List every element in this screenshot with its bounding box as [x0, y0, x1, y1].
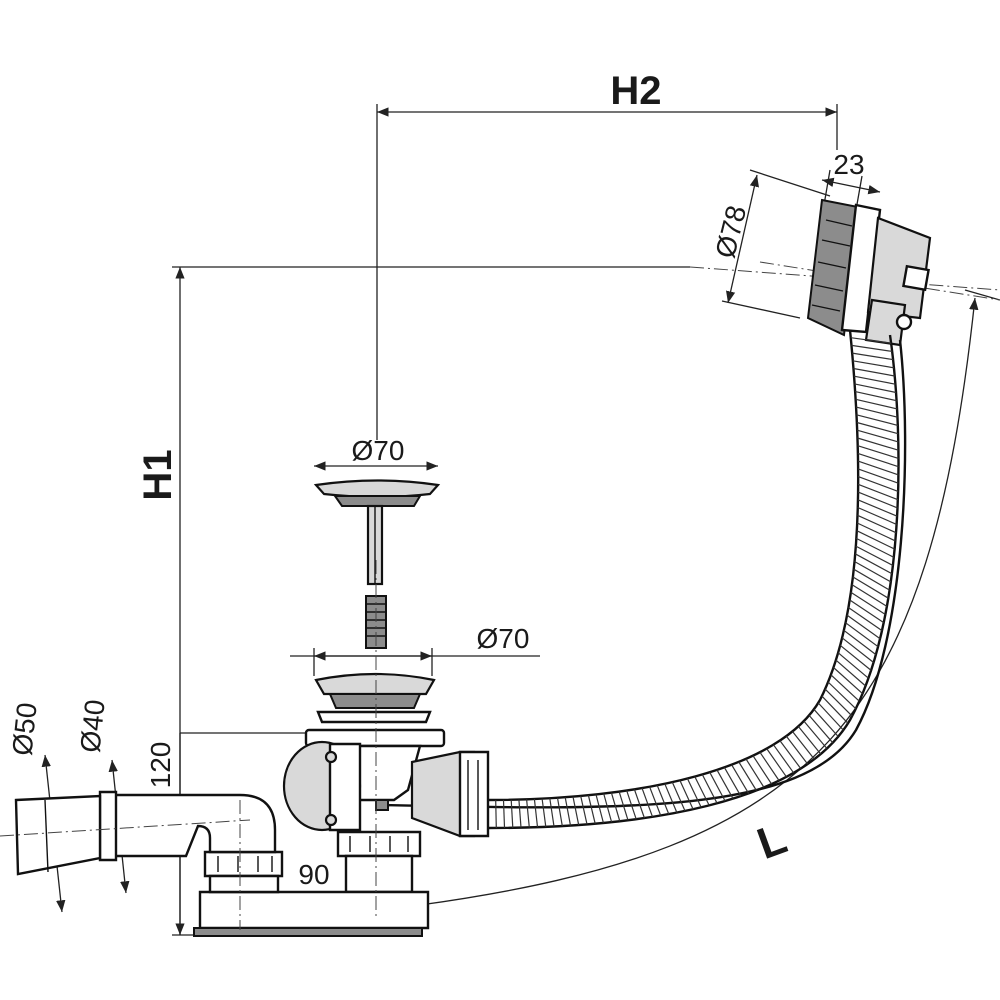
drain-body	[282, 672, 490, 838]
dimension-h2: H2	[376, 69, 838, 440]
dimension-23: 23	[821, 149, 881, 211]
dimension-d50: Ø50	[6, 701, 66, 913]
l-label: L	[751, 814, 793, 869]
plug-cap	[313, 479, 441, 649]
h1-label: H1	[136, 449, 180, 500]
dimension-d70-mid: Ø70	[290, 623, 540, 676]
d78-label: Ø78	[709, 202, 752, 261]
trap-base	[193, 830, 430, 937]
dimension-l: L	[419, 289, 1000, 906]
d70-top-label: Ø70	[352, 435, 405, 466]
d70-mid-label: Ø70	[477, 623, 530, 654]
h2-label: H2	[610, 69, 661, 113]
dimension-d40: Ø40	[74, 698, 130, 894]
outlet-pipe	[0, 790, 277, 930]
d50-label: Ø50	[6, 701, 42, 757]
overflow-cap	[759, 198, 1000, 347]
d23-label: 23	[833, 149, 864, 180]
dimension-d70-top: Ø70	[314, 435, 438, 471]
d40-label: Ø40	[74, 698, 110, 754]
d120-label: 120	[145, 742, 176, 789]
flexible-hose	[381, 329, 907, 830]
d90-label: 90	[298, 859, 329, 890]
